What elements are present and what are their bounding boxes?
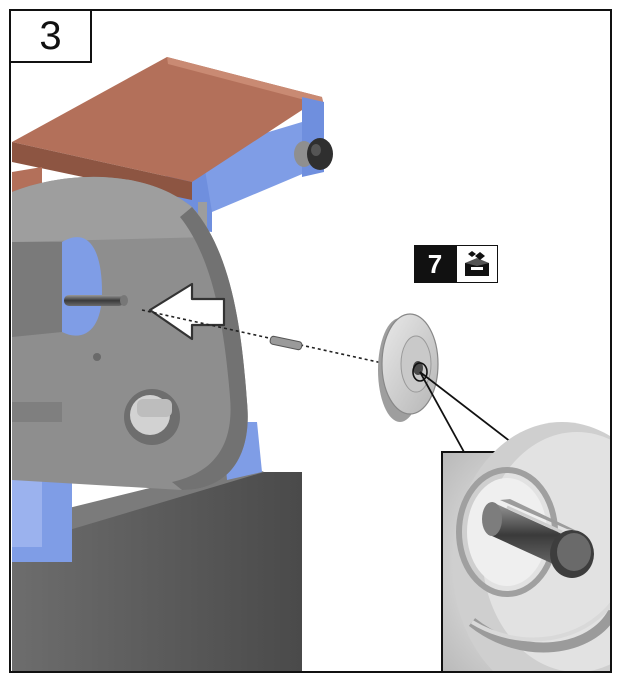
zoom-detail-inset: [441, 422, 610, 671]
part-quantity: 7: [414, 245, 456, 283]
direction-arrow: [148, 282, 226, 341]
step-number-box: 3: [9, 9, 92, 63]
shaft-detail: [482, 499, 594, 578]
disc-guard: [12, 176, 248, 491]
shaft-key: [269, 335, 303, 351]
motor-shaft: [64, 295, 128, 306]
zoom-leader-lines: [412, 362, 525, 453]
pulley-disc: [378, 313, 439, 422]
parts-box-icon: [456, 245, 498, 283]
assembly-illustration: [12, 57, 610, 671]
tension-knob: [294, 138, 333, 170]
figure-frame: [9, 9, 612, 673]
part-quantity-badge: 7: [414, 245, 498, 283]
step-number: 3: [39, 13, 62, 58]
